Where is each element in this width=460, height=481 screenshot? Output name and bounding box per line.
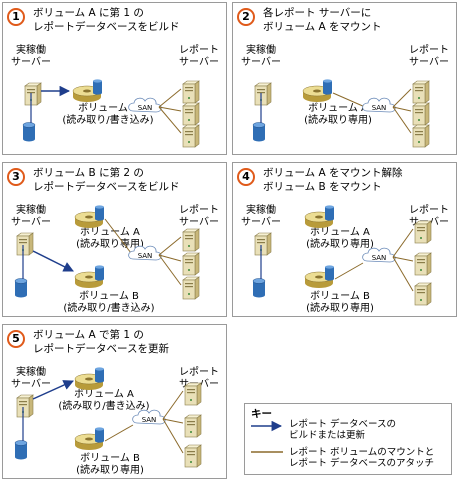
report-server-icon xyxy=(184,444,202,468)
volume-a-label: ボリューム A (読み取り専用) xyxy=(76,227,144,250)
san-label: SAN xyxy=(372,254,387,262)
panel-3: 3 ボリューム B に第 2 の レポートデータベースをビルド 実稼働 サーバー… xyxy=(2,162,227,317)
production-server-icon xyxy=(16,232,34,256)
report-server-icon xyxy=(412,124,430,148)
panel-1: 1 ボリューム A に第 1 の レポートデータベースをビルド 実稼働 サーバー… xyxy=(2,2,227,155)
legend-swatches xyxy=(251,420,283,453)
report-server-icon xyxy=(182,80,200,104)
volume-b-disk-icon xyxy=(74,264,105,289)
report-server-icon xyxy=(414,282,432,306)
database-icon xyxy=(252,278,266,298)
panel-2: 2 各レポート サーバーに ボリューム A をマウント 実稼働 サーバー レポー… xyxy=(232,2,457,155)
volume-a-disk-icon xyxy=(74,366,105,391)
build-arrow xyxy=(32,380,74,400)
volume-a-disk-icon xyxy=(72,78,103,103)
step-badge-2: 2 xyxy=(237,8,255,26)
database-icon xyxy=(22,122,36,142)
step-title-3: ボリューム B に第 2 の レポートデータベースをビルド xyxy=(33,167,180,193)
production-server-icon xyxy=(16,394,34,418)
volume-b-disk-icon xyxy=(304,264,335,289)
production-server-label: 実稼働 サーバー xyxy=(11,45,51,68)
report-server-icon xyxy=(182,102,200,126)
volume-a-disk-icon xyxy=(304,204,335,229)
build-arrow xyxy=(32,250,74,272)
panel-2-drawing: SAN xyxy=(252,78,430,148)
volume-b-label: ボリューム B (読み取り/書き込み) xyxy=(63,291,155,314)
volume-a-label: ボリューム A (読み取り/書き込み) xyxy=(58,389,150,412)
panel-5: 5 ボリューム A で第 1 の レポートデータベースを更新 実稼働 サーバー … xyxy=(2,324,227,479)
report-server-icon xyxy=(182,252,200,276)
report-server-icon xyxy=(412,80,430,104)
step-badge-5: 5 xyxy=(7,330,25,348)
step-title-1: ボリューム A に第 1 の レポートデータベースをビルド xyxy=(33,7,180,33)
report-server-icon xyxy=(412,102,430,126)
report-server-icon xyxy=(184,414,202,438)
legend-box: キー レポート データベースの ビルドまたは更新 レポート ボリュームのマウント… xyxy=(244,403,452,475)
production-server-icon xyxy=(254,232,272,256)
production-server-label: 実稼働 サーバー xyxy=(241,205,281,228)
production-server-label: 実稼働 サーバー xyxy=(11,367,51,390)
database-icon xyxy=(252,122,266,142)
step-badge-3: 3 xyxy=(7,168,25,186)
panel-5-drawing: SAN xyxy=(14,366,202,468)
database-icon xyxy=(14,278,28,298)
panel-3-drawing: SAN xyxy=(14,204,200,300)
panel-4-drawing: SAN xyxy=(252,204,432,306)
volume-b-label: ボリューム B (読み取り専用) xyxy=(306,291,374,314)
step-badge-1: 1 xyxy=(7,8,25,26)
report-server-icon xyxy=(184,382,202,406)
step-badge-4: 4 xyxy=(237,168,255,186)
volume-a-disk-icon xyxy=(74,204,105,229)
legend-blue-label: レポート データベースの ビルドまたは更新 xyxy=(289,419,397,441)
database-icon xyxy=(14,440,28,460)
volume-a-disk-icon xyxy=(302,78,333,103)
san-label: SAN xyxy=(142,416,157,424)
report-servers-label: レポート サーバー xyxy=(179,45,219,68)
volume-a-label: ボリューム A (読み取り専用) xyxy=(306,227,374,250)
legend-title: キー xyxy=(251,408,272,420)
report-servers-label: レポート サーバー xyxy=(409,45,449,68)
volume-b-disk-icon xyxy=(74,426,105,451)
san-label: SAN xyxy=(138,252,153,260)
step-title-2: 各レポート サーバーに ボリューム A をマウント xyxy=(263,7,382,33)
panel-1-drawing: SAN xyxy=(22,78,200,148)
step-title-5: ボリューム A で第 1 の レポートデータベースを更新 xyxy=(33,329,169,355)
report-server-icon xyxy=(414,220,432,244)
step-title-4: ボリューム A をマウント解除 ボリューム B をマウント xyxy=(263,167,403,193)
volume-b-label: ボリューム B (読み取り専用) xyxy=(76,453,144,476)
san-label: SAN xyxy=(138,104,153,112)
production-server-label: 実稼働 サーバー xyxy=(11,205,51,228)
panel-4: 4 ボリューム A をマウント解除 ボリューム B をマウント 実稼働 サーバー… xyxy=(232,162,457,317)
report-server-icon xyxy=(414,252,432,276)
report-server-icon xyxy=(182,276,200,300)
legend-brown-label: レポート ボリュームのマウントと レポート データベースのアタッチ xyxy=(289,447,435,469)
report-server-icon xyxy=(182,124,200,148)
report-servers-label: レポート サーバー xyxy=(179,205,219,228)
production-server-icon xyxy=(254,82,272,106)
production-server-icon xyxy=(24,82,42,106)
san-label: SAN xyxy=(372,104,387,112)
report-server-icon xyxy=(182,228,200,252)
production-server-label: 実稼働 サーバー xyxy=(241,45,281,68)
